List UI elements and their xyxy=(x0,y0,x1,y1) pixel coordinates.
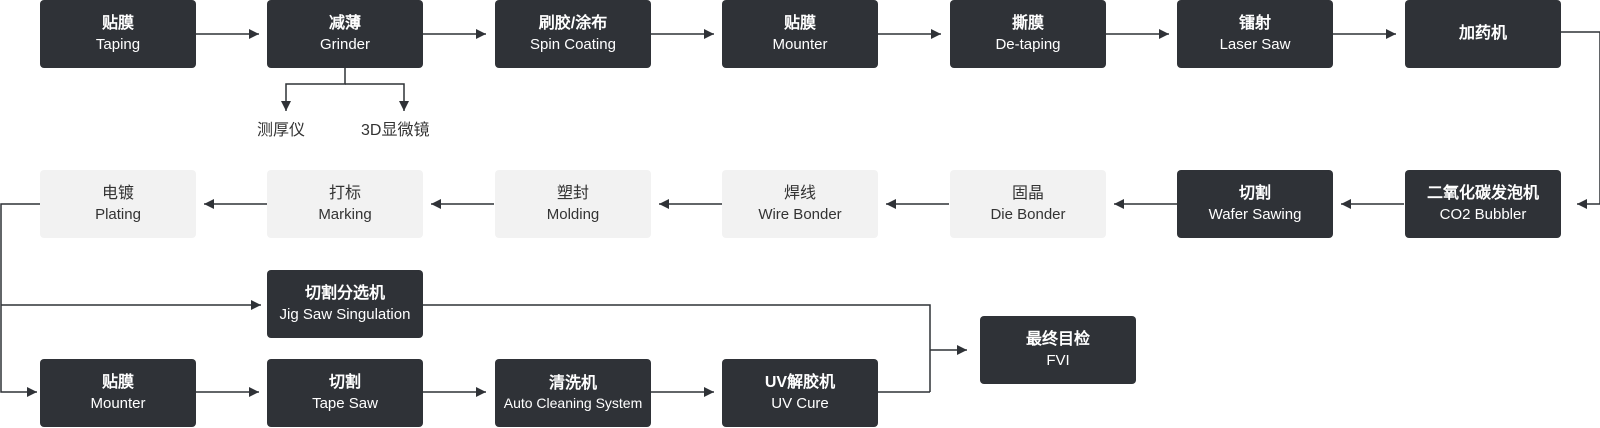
node-taping: 贴膜 Taping xyxy=(40,0,196,68)
thickness-gauge-label: 测厚仪 xyxy=(257,122,306,139)
node-label-zh: 切割分选机 xyxy=(304,285,385,303)
node-label-zh: 减薄 xyxy=(328,15,361,33)
node-label-en: UV Cure xyxy=(771,394,829,412)
node-label-zh: 焊线 xyxy=(783,185,816,203)
node-wire-bonder: 焊线 Wire Bonder xyxy=(722,170,878,238)
node-label-en: CO2 Bubbler xyxy=(1439,205,1527,223)
arrow-dosing-co2 xyxy=(1561,31,1600,209)
node-label-en: Tape Saw xyxy=(312,394,378,412)
node-wafer-sawing: 切割 Wafer Sawing xyxy=(1177,170,1333,238)
node-label-en: Laser Saw xyxy=(1219,35,1291,53)
node-label-zh: 贴膜 xyxy=(101,374,134,392)
node-label-zh: 贴膜 xyxy=(783,15,816,33)
node-uv-cure: UV解胶机 UV Cure xyxy=(722,359,878,427)
node-label-en: Auto Cleaning System xyxy=(503,395,643,412)
node-marking: 打标 Marking xyxy=(267,170,423,238)
node-label-zh: 加药机 xyxy=(1458,25,1507,43)
node-molding: 塑封 Molding xyxy=(495,170,651,238)
merge-jigsaw xyxy=(423,304,931,392)
node-plating: 电镀 Plating xyxy=(40,170,196,238)
node-label-en: Marking xyxy=(318,205,372,223)
node-label-zh: 清洗机 xyxy=(548,374,597,392)
node-die-bonder: 固晶 Die Bonder xyxy=(950,170,1106,238)
node-label-zh: 电镀 xyxy=(101,185,134,203)
3d-microscope-label: 3D显微镜 xyxy=(361,122,430,139)
node-co2-bubbler: 二氧化碳发泡机 CO2 Bubbler xyxy=(1405,170,1561,238)
node-label-en: De-taping xyxy=(995,35,1061,53)
node-label-en: Plating xyxy=(95,205,141,223)
node-label-en: Wafer Sawing xyxy=(1208,205,1302,223)
node-label-en: Grinder xyxy=(319,35,371,53)
branch-grinder-microscope xyxy=(345,83,409,111)
node-detaping: 撕膜 De-taping xyxy=(950,0,1106,68)
node-label-zh: 最终目检 xyxy=(1025,331,1090,349)
branch-grinder-thickness xyxy=(281,68,346,111)
node-label-zh: 固晶 xyxy=(1011,185,1044,203)
node-label-zh: 刷胶/涂布 xyxy=(538,15,608,33)
node-label-zh: 镭射 xyxy=(1238,15,1271,33)
node-spin-coating: 刷胶/涂布 Spin Coating xyxy=(495,0,651,68)
node-label-zh: 塑封 xyxy=(556,185,589,203)
node-label-zh: UV解胶机 xyxy=(764,374,836,392)
node-dosing-machine: 加药机 xyxy=(1405,0,1561,68)
node-label-zh: 切割 xyxy=(328,374,361,392)
node-label-zh: 撕膜 xyxy=(1011,15,1044,33)
node-tape-saw: 切割 Tape Saw xyxy=(267,359,423,427)
node-mounter-2: 贴膜 Mounter xyxy=(40,359,196,427)
node-auto-cleaning: 清洗机 Auto Cleaning System xyxy=(495,359,651,427)
node-label-en: Spin Coating xyxy=(530,35,616,53)
node-laser-saw: 镭射 Laser Saw xyxy=(1177,0,1333,68)
node-grinder: 减薄 Grinder xyxy=(267,0,423,68)
node-mounter-1: 贴膜 Mounter xyxy=(722,0,878,68)
node-label-en: Taping xyxy=(95,35,141,53)
node-label-en: Jig Saw Singulation xyxy=(279,305,411,323)
node-label-en: Molding xyxy=(546,205,600,223)
node-label-en: Mounter xyxy=(90,394,146,412)
node-jig-saw-singulation: 切割分选机 Jig Saw Singulation xyxy=(267,270,423,338)
branch-plating xyxy=(0,203,40,397)
node-label-en: Mounter xyxy=(772,35,828,53)
node-label-en: Wire Bonder xyxy=(758,205,842,223)
node-label-zh: 二氧化碳发泡机 xyxy=(1426,185,1539,203)
node-fvi: 最终目检 FVI xyxy=(980,316,1136,384)
node-label-zh: 打标 xyxy=(328,185,361,203)
node-label-zh: 贴膜 xyxy=(101,15,134,33)
node-label-en: FVI xyxy=(1046,351,1070,369)
node-label-zh: 切割 xyxy=(1238,185,1271,203)
node-label-en: Die Bonder xyxy=(990,205,1066,223)
